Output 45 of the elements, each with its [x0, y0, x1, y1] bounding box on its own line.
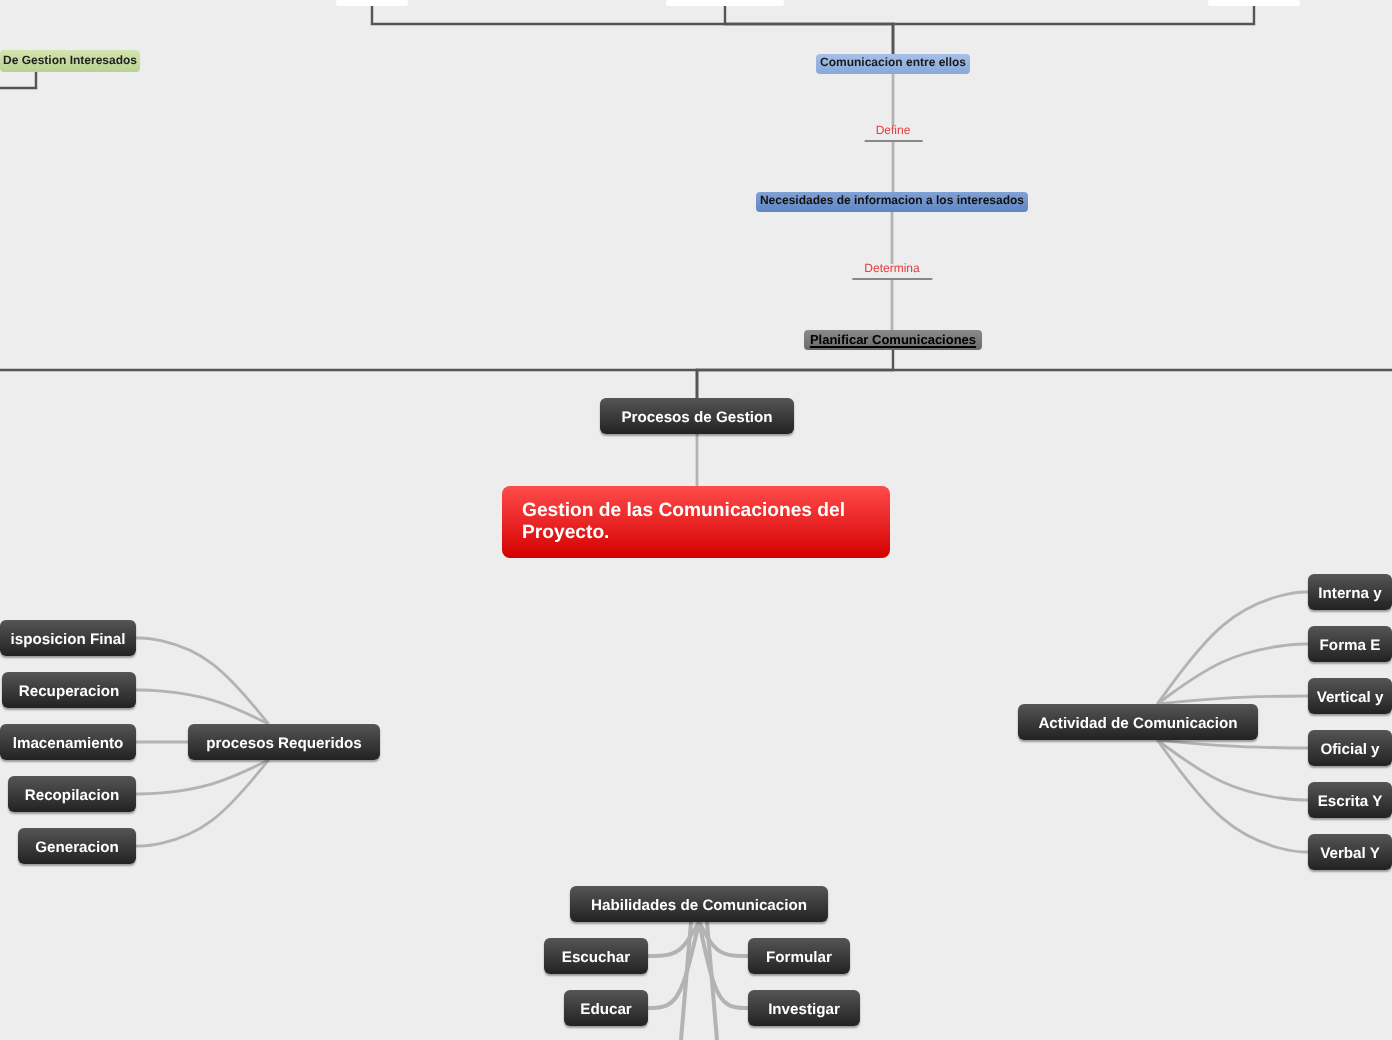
connector-line: [890, 212, 894, 330]
topic-box: [18, 828, 136, 864]
topic-box: [1308, 574, 1392, 610]
connector-line: [891, 74, 895, 192]
topic-box: [1018, 704, 1258, 740]
topic-box: [748, 938, 850, 974]
topic-box: [1308, 626, 1392, 662]
topic-box: [188, 724, 380, 760]
connector-line: [695, 434, 699, 486]
topic-box: [748, 990, 860, 1026]
topic-box: [2, 672, 136, 708]
connector-line: [1156, 739, 1308, 854]
topic-box: [0, 724, 136, 760]
connector-line: [136, 758, 270, 796]
connector-line: [705, 921, 719, 1040]
connector-line: [695, 368, 1392, 398]
topic-box: [544, 938, 648, 974]
topic-box: [564, 990, 648, 1026]
connector-line: [697, 921, 748, 1010]
topic-box: [570, 886, 828, 922]
connector-line: [679, 921, 693, 1040]
topic-box: [600, 398, 794, 434]
topic-box: [1308, 834, 1392, 870]
topic-box: [804, 330, 982, 350]
connector-line: [0, 72, 38, 90]
topic-box: [1308, 782, 1392, 818]
connector-line: [136, 759, 270, 848]
connector-line: [136, 636, 270, 725]
topic-box: [8, 776, 136, 812]
connector-line: [1157, 694, 1308, 706]
topic-box: [0, 50, 140, 72]
connector-line: [891, 6, 1256, 54]
connector-line: [648, 921, 701, 958]
connector-line: [1156, 738, 1308, 802]
connector-line: [1157, 738, 1308, 750]
topic-box: [1308, 730, 1392, 766]
connector-line: [1156, 590, 1308, 705]
central-topic-box: [502, 486, 890, 558]
connector-line: [136, 688, 270, 726]
connector-line: [697, 921, 748, 958]
topic-box: [0, 620, 136, 656]
connector-line: [136, 740, 188, 744]
topic-box: [1308, 678, 1392, 714]
topic-label: Gestion de las Comunicaciones del Proyecto.: [522, 499, 848, 545]
connector-line: [1156, 642, 1308, 706]
